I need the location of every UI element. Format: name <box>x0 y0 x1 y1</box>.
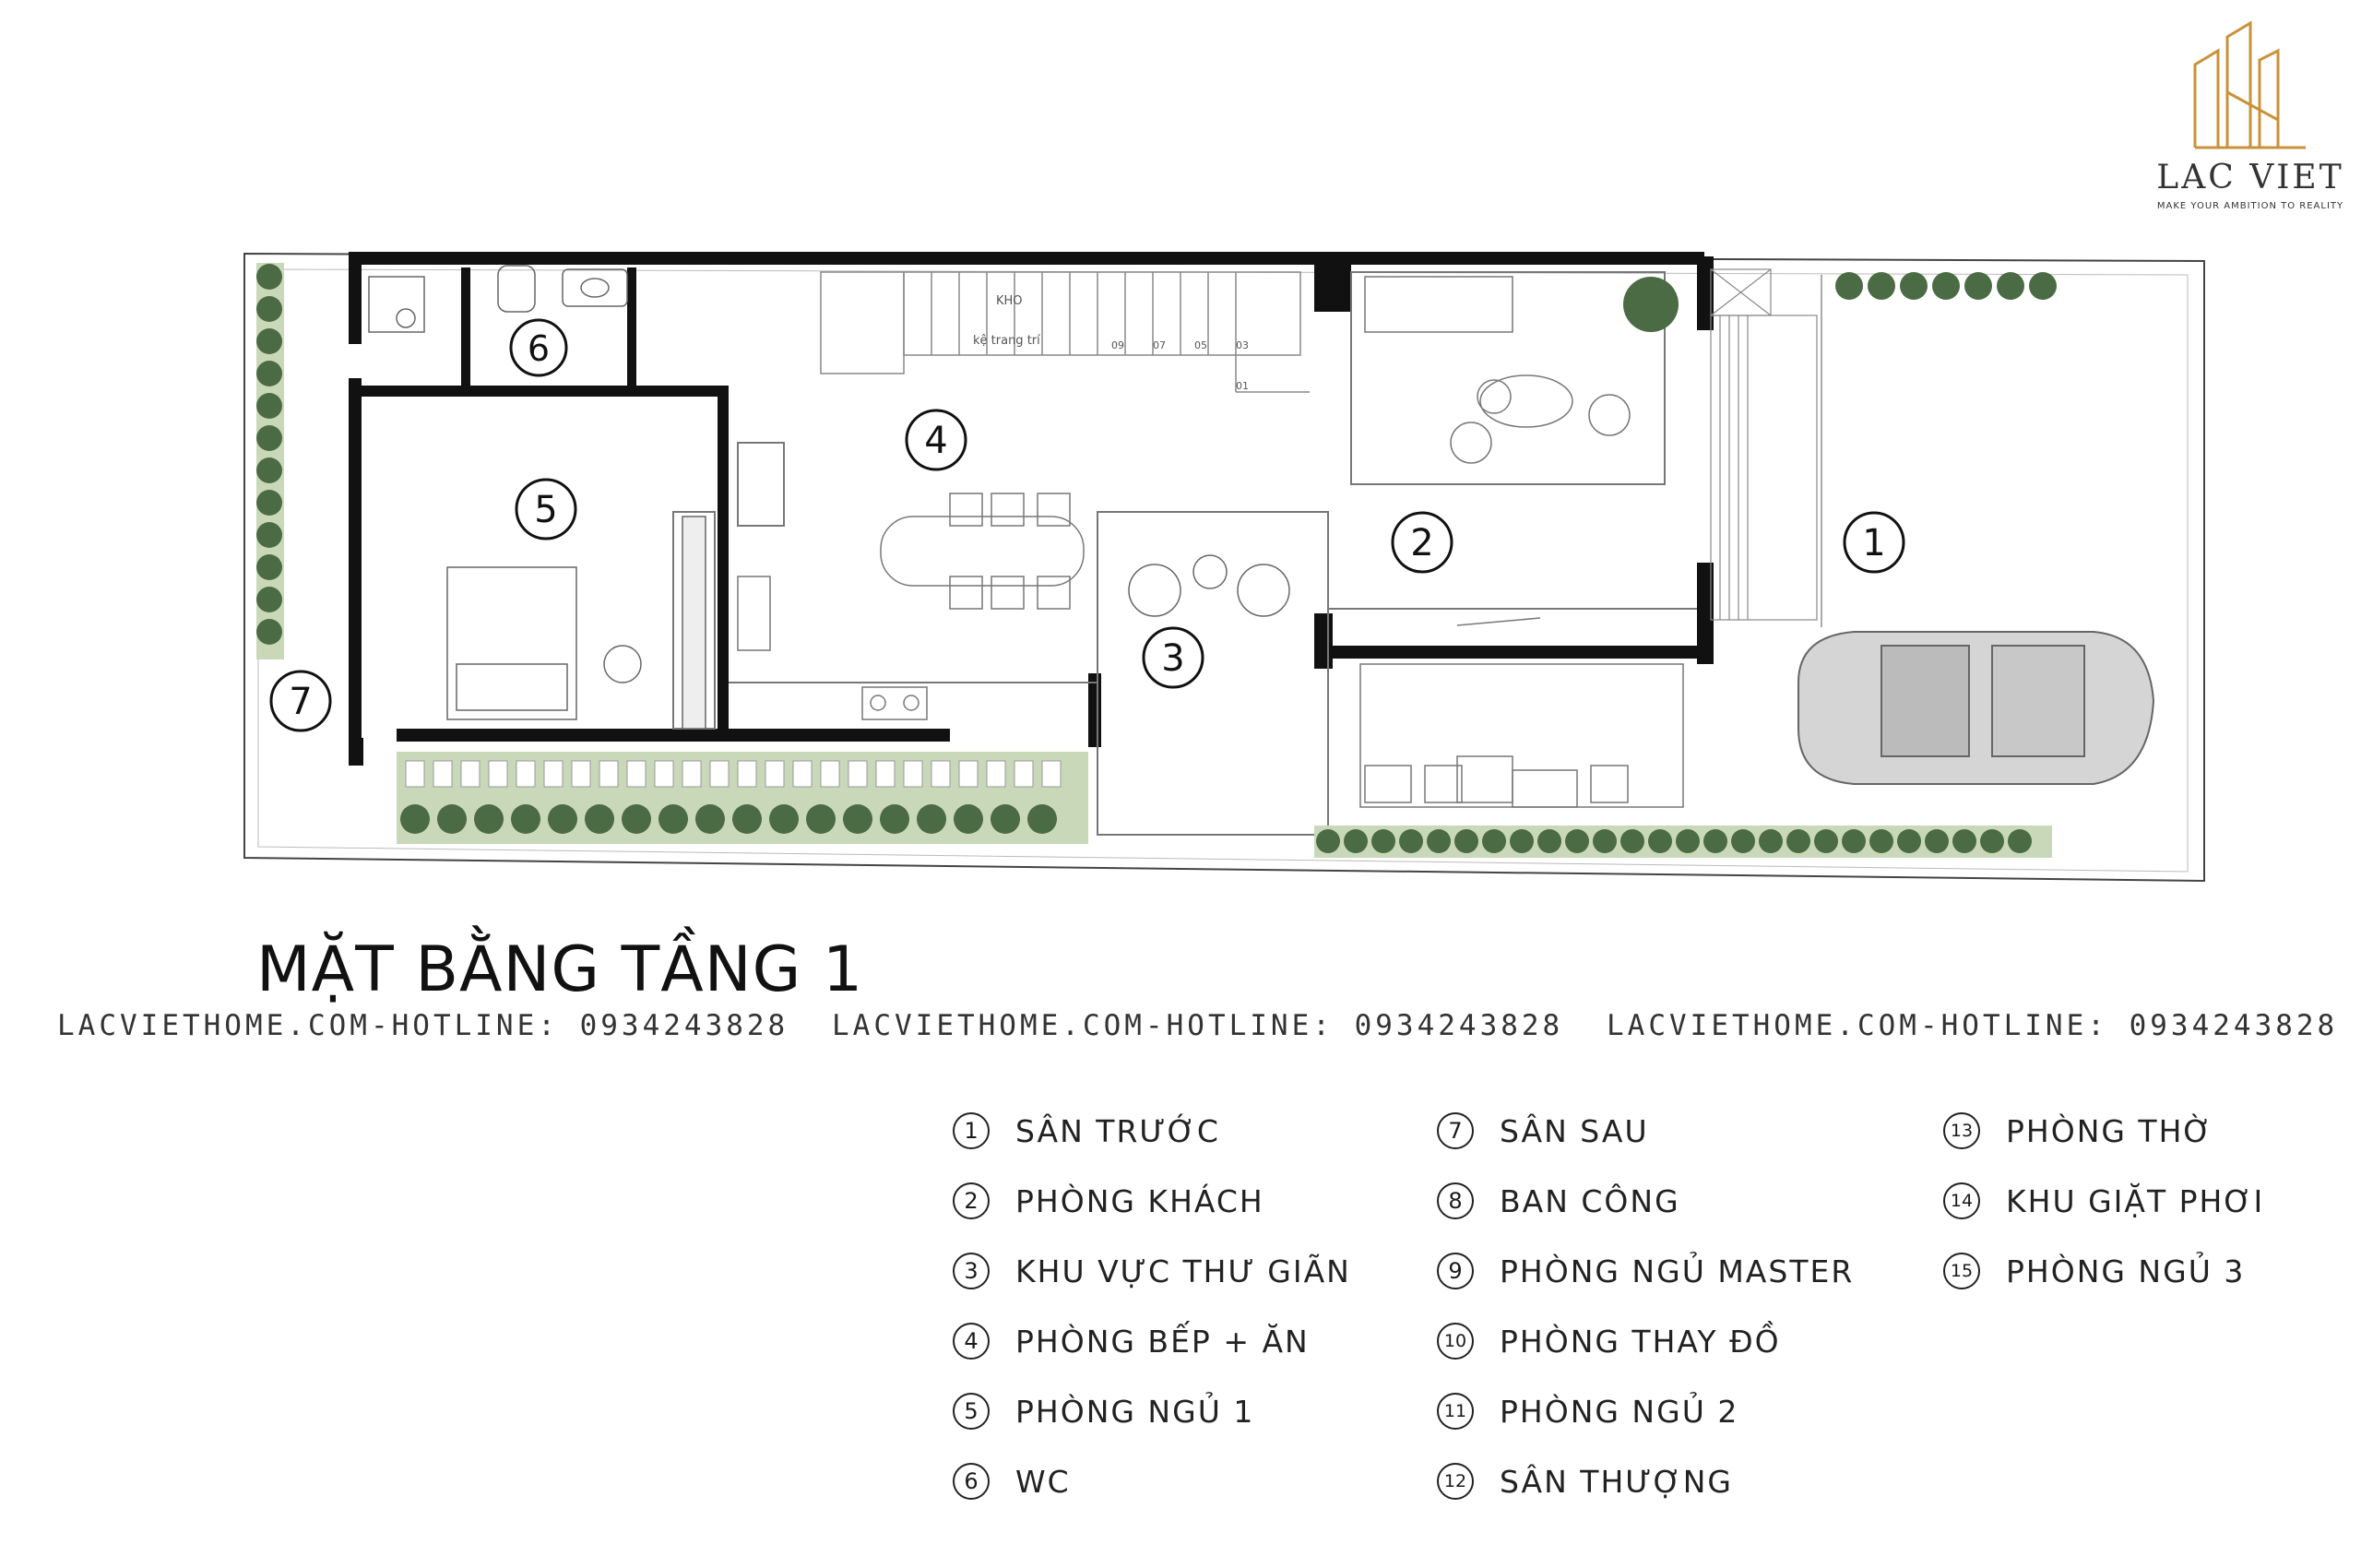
lawn-shrubs <box>400 804 1057 834</box>
legend-label: WC <box>1015 1463 1071 1500</box>
legend-number: 15 <box>1943 1253 1980 1289</box>
legend-number: 4 <box>953 1323 990 1360</box>
terrace-furniture <box>1359 663 1684 808</box>
legend-number: 12 <box>1437 1463 1474 1500</box>
legend-label: BAN CÔNG <box>1500 1182 1680 1219</box>
logo-brand: LAC VIET <box>2156 159 2344 196</box>
stair-step-03: 03 <box>1236 339 1249 351</box>
front-shrubs <box>1835 272 2057 300</box>
legend-number: 2 <box>953 1182 990 1219</box>
legend-number: 10 <box>1437 1323 1474 1360</box>
logo-tagline: MAKE YOUR AMBITION TO REALITY <box>2156 201 2344 211</box>
bedroom-furniture <box>446 516 706 730</box>
partitions <box>672 271 1697 836</box>
room-marker-4: 4 <box>905 409 967 471</box>
legend-item: 13 PHÒNG THỜ <box>1943 1096 2264 1166</box>
room-marker-1: 1 <box>1843 511 1905 574</box>
kho-label: KHO <box>996 294 1023 308</box>
walls <box>349 252 1714 766</box>
room-marker-7: 7 <box>269 670 332 732</box>
legend-number: 7 <box>1437 1112 1474 1149</box>
watermark-1: LACVIETHOME.COM-HOTLINE: 0934243828 <box>57 1009 789 1042</box>
legend-number: 13 <box>1943 1112 1980 1149</box>
legend-number: 8 <box>1437 1182 1474 1219</box>
room-marker-3-text: 3 <box>1161 637 1184 680</box>
legend-label: SÂN SAU <box>1500 1112 1649 1149</box>
legend-number: 11 <box>1437 1393 1474 1430</box>
legend-item: 11 PHÒNG NGỦ 2 <box>1437 1376 1854 1446</box>
legend-label: PHÒNG NGỦ MASTER <box>1500 1253 1855 1289</box>
legend-label: PHÒNG KHÁCH <box>1015 1182 1264 1219</box>
room-marker-2-text: 2 <box>1410 522 1433 564</box>
legend-item: 2 PHÒNG KHÁCH <box>953 1166 1351 1236</box>
legend-number: 5 <box>953 1393 990 1430</box>
legend-number: 1 <box>953 1112 990 1149</box>
room-marker-5: 5 <box>515 478 577 540</box>
legend-item: 5 PHÒNG NGỦ 1 <box>953 1376 1351 1446</box>
staircase <box>820 271 1310 393</box>
room-marker-2: 2 <box>1391 511 1453 574</box>
legend-label: PHÒNG NGỦ 2 <box>1500 1393 1739 1430</box>
company-logo: LAC VIET MAKE YOUR AMBITION TO REALITY <box>2140 9 2361 212</box>
legend-column-1: 1 SÂN TRƯỚC 2 PHÒNG KHÁCH 3 KHU VỰC THƯ GIÃ… <box>953 1096 1351 1516</box>
legend-label: SÂN THƯỢNG <box>1500 1463 1733 1500</box>
room-marker-6: 6 <box>509 318 568 377</box>
living-plant <box>1623 277 1679 332</box>
legend-number: 9 <box>1437 1253 1474 1289</box>
logo-building-icon <box>2193 20 2306 149</box>
hedge-shrubs <box>1316 829 2032 853</box>
legend-item: 12 SÂN THƯỢNG <box>1437 1446 1854 1516</box>
watermark-3: LACVIETHOME.COM-HOTLINE: 0934243828 <box>1607 1009 2339 1042</box>
legend-number: 3 <box>953 1253 990 1289</box>
shelf-label: kệ trang trí <box>973 334 1040 348</box>
legend-label: PHÒNG THAY ĐỒ <box>1500 1323 1781 1360</box>
room-marker-4-text: 4 <box>924 420 947 462</box>
legend-item: 14 KHU GIẶT PHƠI <box>1943 1166 2264 1236</box>
lawn-pavers <box>405 760 1062 788</box>
legend-label: PHÒNG BẾP + ĂN <box>1015 1323 1310 1360</box>
relax-furniture <box>1128 554 1290 617</box>
living-furniture <box>1364 276 1631 626</box>
plan-title: MẶT BẰNG TẦNG 1 <box>256 933 864 1006</box>
legend-label: PHÒNG NGỦ 3 <box>2006 1253 2246 1289</box>
legend-item: 4 PHÒNG BẾP + ĂN <box>953 1306 1351 1376</box>
legend-label: PHÒNG THỜ <box>2006 1112 2213 1149</box>
stair-step-09: 09 <box>1111 339 1124 351</box>
legend-item: 8 BAN CÔNG <box>1437 1166 1854 1236</box>
legend-item: 7 SÂN SAU <box>1437 1096 1854 1166</box>
room-marker-7-text: 7 <box>289 681 312 723</box>
room-marker-5-text: 5 <box>534 489 557 531</box>
car <box>1797 631 2155 785</box>
room-marker-1-text: 1 <box>1862 522 1885 564</box>
legend-item: 15 PHÒNG NGỦ 3 <box>1943 1236 2264 1306</box>
legend-label: SÂN TRƯỚC <box>1015 1112 1220 1149</box>
stair-step-01: 01 <box>1236 380 1249 392</box>
watermark-2: LACVIETHOME.COM-HOTLINE: 0934243828 <box>832 1009 1564 1042</box>
dining-furniture <box>737 493 1085 720</box>
backyard-shrubs <box>256 263 284 659</box>
stair-step-05: 05 <box>1194 339 1207 351</box>
legend-item: 1 SÂN TRƯỚC <box>953 1096 1351 1166</box>
floor-plan: KHO kệ trang trí 09 07 05 03 01 <box>243 252 2205 883</box>
legend-number: 6 <box>953 1463 990 1500</box>
stair-step-07: 07 <box>1153 339 1166 351</box>
legend-item: 6 WC <box>953 1446 1351 1516</box>
legend-item: 9 PHÒNG NGỦ MASTER <box>1437 1236 1854 1306</box>
legend-column-3: 13 PHÒNG THỜ 14 KHU GIẶT PHƠI 15 PHÒNG NGỦ … <box>1943 1096 2264 1306</box>
legend-item: 10 PHÒNG THAY ĐỒ <box>1437 1306 1854 1376</box>
room-marker-6-text: 6 <box>528 328 550 369</box>
entry-steps <box>1710 268 1818 621</box>
legend-label: KHU VỰC THƯ GIÃN <box>1015 1253 1351 1289</box>
room-marker-3: 3 <box>1142 626 1204 689</box>
legend-label: PHÒNG NGỦ 1 <box>1015 1393 1255 1430</box>
legend-label: KHU GIẶT PHƠI <box>2006 1182 2265 1219</box>
legend-number: 14 <box>1943 1182 1980 1219</box>
legend-item: 3 KHU VỰC THƯ GIÃN <box>953 1236 1351 1306</box>
wc-fixtures <box>368 265 628 333</box>
